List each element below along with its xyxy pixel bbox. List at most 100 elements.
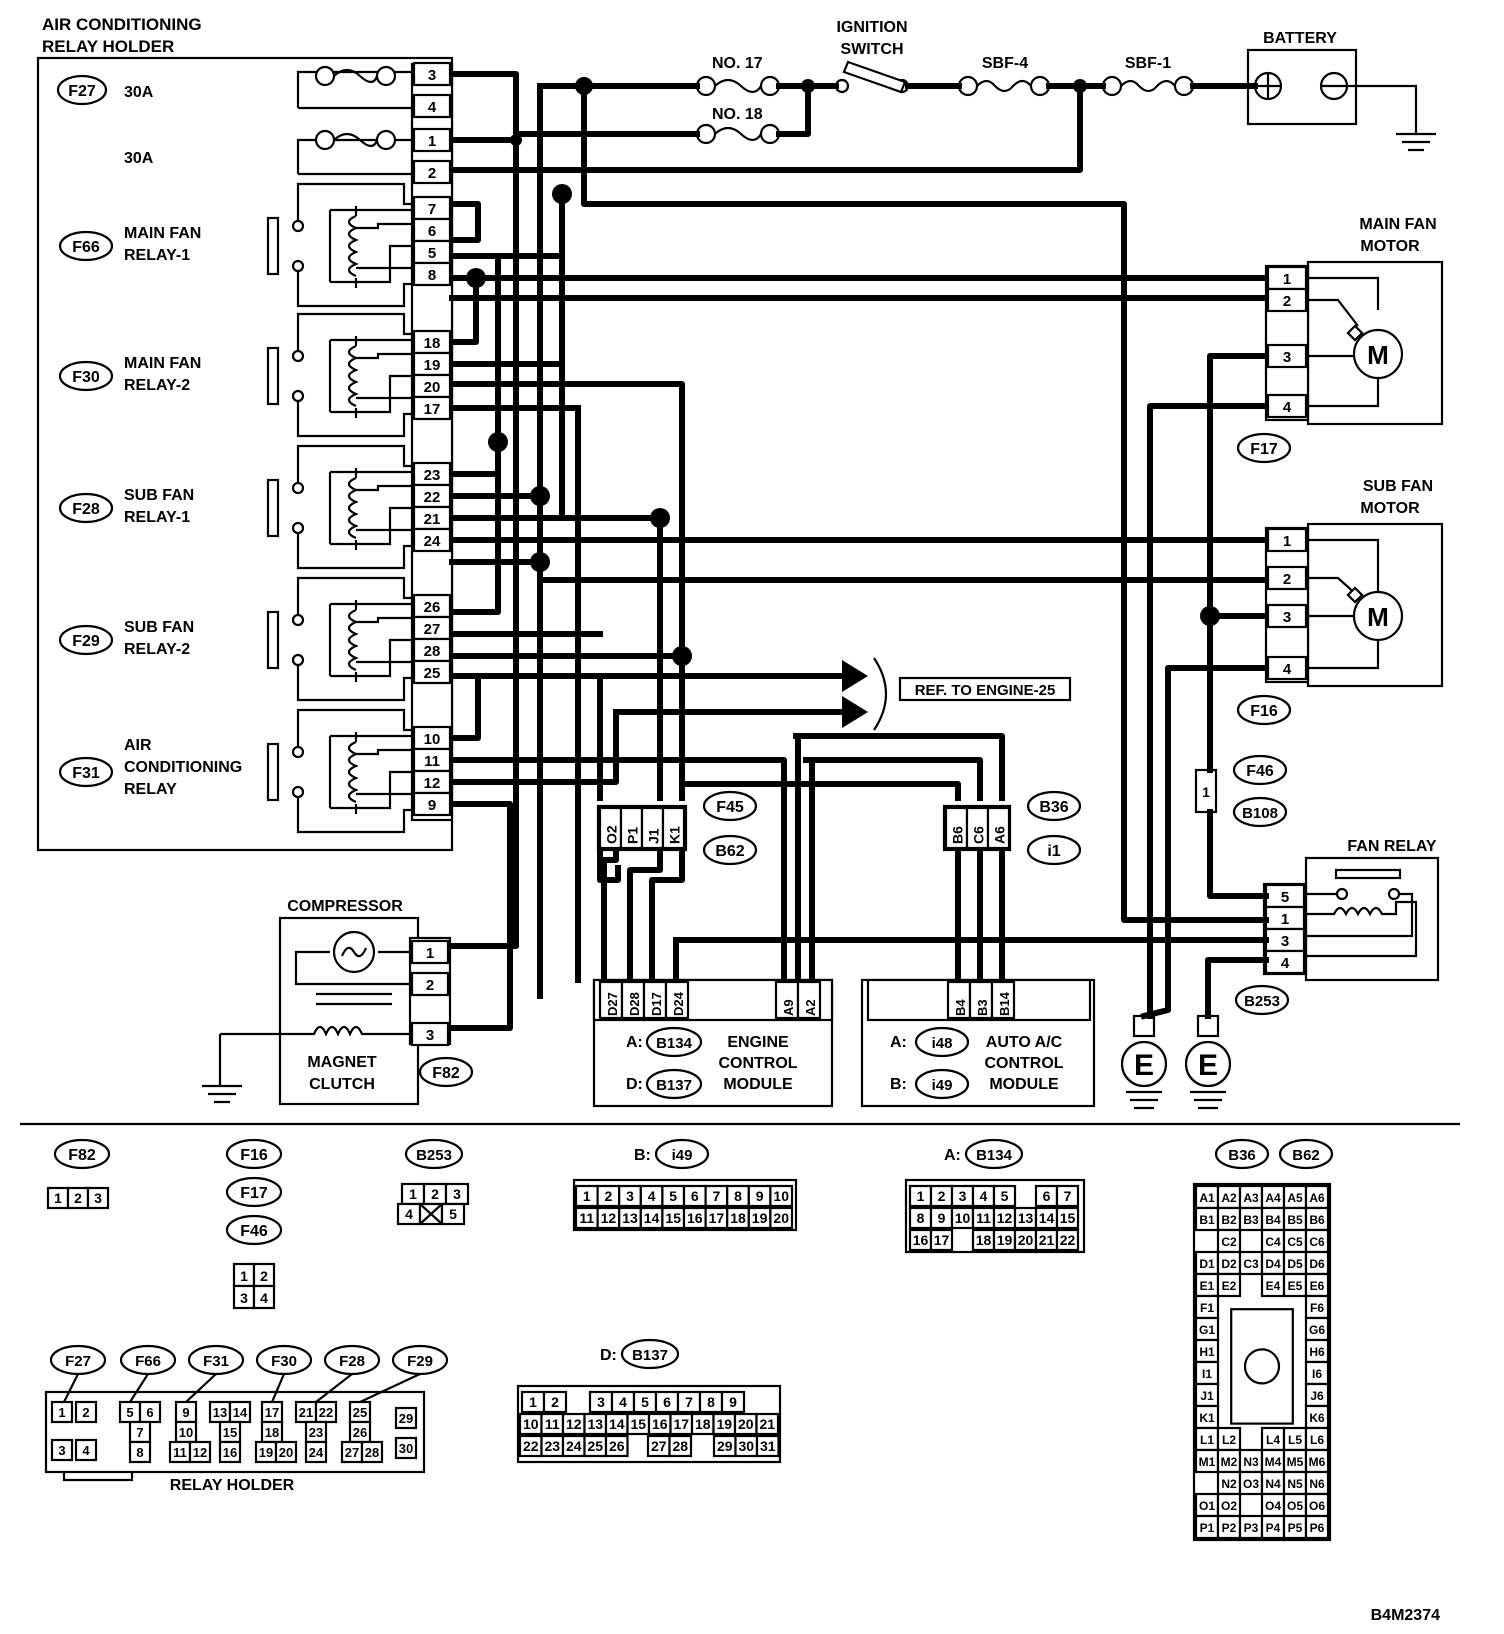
b134-view-pin: 5 (1001, 1188, 1009, 1204)
b36-view-pin: F6 (1310, 1301, 1324, 1315)
f45-pin: O2 (604, 825, 620, 844)
b134-view-pin: 18 (976, 1232, 992, 1248)
b36-view-pin: N2 (1221, 1477, 1237, 1491)
view-b134-prefix: A: (944, 1147, 961, 1164)
f46-pin: 1 (1202, 784, 1210, 800)
pin-cell (986, 806, 1011, 850)
b134-view-pin: 13 (1018, 1210, 1034, 1226)
b36-view-pin: B1 (1199, 1213, 1215, 1227)
b36-view-pin: E6 (1310, 1279, 1325, 1293)
b137-view-pin: 12 (566, 1416, 582, 1432)
f46-fuse-block (1194, 768, 1218, 814)
relay-label-line1: SUB FAN (124, 487, 194, 504)
ecm-pin: D17 (649, 992, 664, 1016)
rh-view-pin: 24 (309, 1445, 324, 1460)
b36-view-pin: J6 (1310, 1389, 1324, 1403)
pin-label: 3 (1283, 349, 1291, 366)
i49-view-pin: 8 (734, 1188, 742, 1204)
fuse-sbf4 (957, 75, 1051, 97)
fan-relay-icon (1306, 868, 1418, 958)
connector-f46-id: F46 (1246, 763, 1274, 780)
view-b134-tag (964, 1138, 1024, 1170)
b36-view-pin: A5 (1287, 1191, 1303, 1205)
compressor-pins: 123 (410, 939, 450, 1047)
relay-holder-pin: 19 (424, 357, 441, 374)
view-cell (394, 1436, 418, 1460)
b137-view-pin: 10 (523, 1416, 539, 1432)
b36-view-pin: M6 (1309, 1455, 1326, 1469)
relay-holder-pin-cell (412, 261, 452, 287)
relay-connector-tag (58, 360, 114, 392)
sbf1-label: SBF-1 (1125, 55, 1171, 72)
rh-view-pin: 7 (136, 1425, 143, 1440)
relay-holder-pin: 4 (428, 99, 437, 116)
b36-view-pin: P5 (1288, 1521, 1303, 1535)
connector-b36-id: B36 (1039, 799, 1068, 816)
ground-e-2: E (1184, 1014, 1232, 1110)
ecm-label-2: CONTROL (718, 1055, 797, 1072)
relay-holder-pin: 8 (428, 267, 436, 284)
b36-view-pin: A4 (1265, 1191, 1281, 1205)
b36-view-pin: E2 (1222, 1279, 1237, 1293)
view-b134-id: B134 (976, 1147, 1013, 1164)
view-f16-id: F16 (240, 1147, 268, 1164)
rh-view-pin: 27 (345, 1445, 359, 1460)
rh-view-pin: 30 (399, 1441, 413, 1456)
b134-view-pin: 3 (959, 1188, 967, 1204)
relay-connector-id: F30 (72, 369, 100, 386)
relay-connector-tag (58, 756, 114, 788)
f16-view-pin: 2 (260, 1268, 268, 1284)
aac-prefix-a: A: (890, 1034, 907, 1051)
b36-view-pin: L1 (1200, 1433, 1214, 1447)
b36-view-pin: P2 (1222, 1521, 1237, 1535)
rh-view-pin: 18 (265, 1425, 279, 1440)
relay-holder-tag-id: F28 (339, 1353, 365, 1370)
relay-label-line2: RELAY-2 (124, 641, 190, 658)
f16-view-pin: 1 (240, 1268, 248, 1284)
ecm-prefix-a: A: (626, 1034, 643, 1051)
b134-view-pin: 7 (1064, 1188, 1072, 1204)
view-f82-tag (53, 1138, 111, 1170)
wires (449, 71, 1269, 1031)
rh-view-pin: 8 (136, 1445, 143, 1460)
sub-fan-motor-icon: M (1308, 538, 1404, 670)
view-b36-id: B36 (1228, 1147, 1256, 1164)
relay-contact-bar (266, 478, 280, 538)
b36-view-pin: L5 (1288, 1433, 1302, 1447)
rh-view-pin: 28 (365, 1445, 379, 1460)
i49-view-pin: 14 (644, 1210, 660, 1226)
view-cell (86, 1186, 110, 1210)
relay-holder-pin: 7 (428, 201, 436, 218)
b36-view-pin: C5 (1287, 1235, 1303, 1249)
relay-holder-tag-id: F27 (65, 1353, 91, 1370)
pin-label: 5 (1281, 889, 1289, 906)
f45-pin: J1 (646, 828, 662, 844)
fuse-sbf1 (1101, 75, 1195, 97)
rh-view-pin: 5 (126, 1405, 133, 1420)
b36-view-pin: K1 (1199, 1411, 1215, 1425)
ecm-label-1: ENGINE (727, 1034, 789, 1051)
ecm-pin: A9 (781, 999, 796, 1016)
battery-label: BATTERY (1263, 30, 1337, 47)
ignition-switch (834, 60, 910, 94)
relay-label-line2: RELAY-2 (124, 377, 190, 394)
view-cell (188, 1440, 212, 1464)
i49-view-pin: 11 (579, 1210, 594, 1226)
b36-view-pin: C6 (1309, 1235, 1325, 1249)
f16-view-pin: 4 (260, 1290, 268, 1306)
b36-view-pin: L6 (1310, 1433, 1324, 1447)
fuse-no18 (695, 123, 781, 145)
relay-holder-pin: 18 (424, 335, 441, 352)
ground-e-1-letter: E (1134, 1049, 1154, 1082)
i49-view-pin: 17 (709, 1210, 725, 1226)
b137-view-pin: 30 (738, 1438, 754, 1454)
b137-view-pin: 23 (544, 1438, 560, 1454)
view-cell (394, 1406, 418, 1430)
b137-view-pin: 18 (695, 1416, 711, 1432)
view-cell (1055, 1184, 1080, 1208)
relay-label-line1: SUB FAN (124, 619, 194, 636)
b36-view-pin: D4 (1265, 1257, 1281, 1271)
aac-label-1: AUTO A/C (986, 1034, 1063, 1051)
